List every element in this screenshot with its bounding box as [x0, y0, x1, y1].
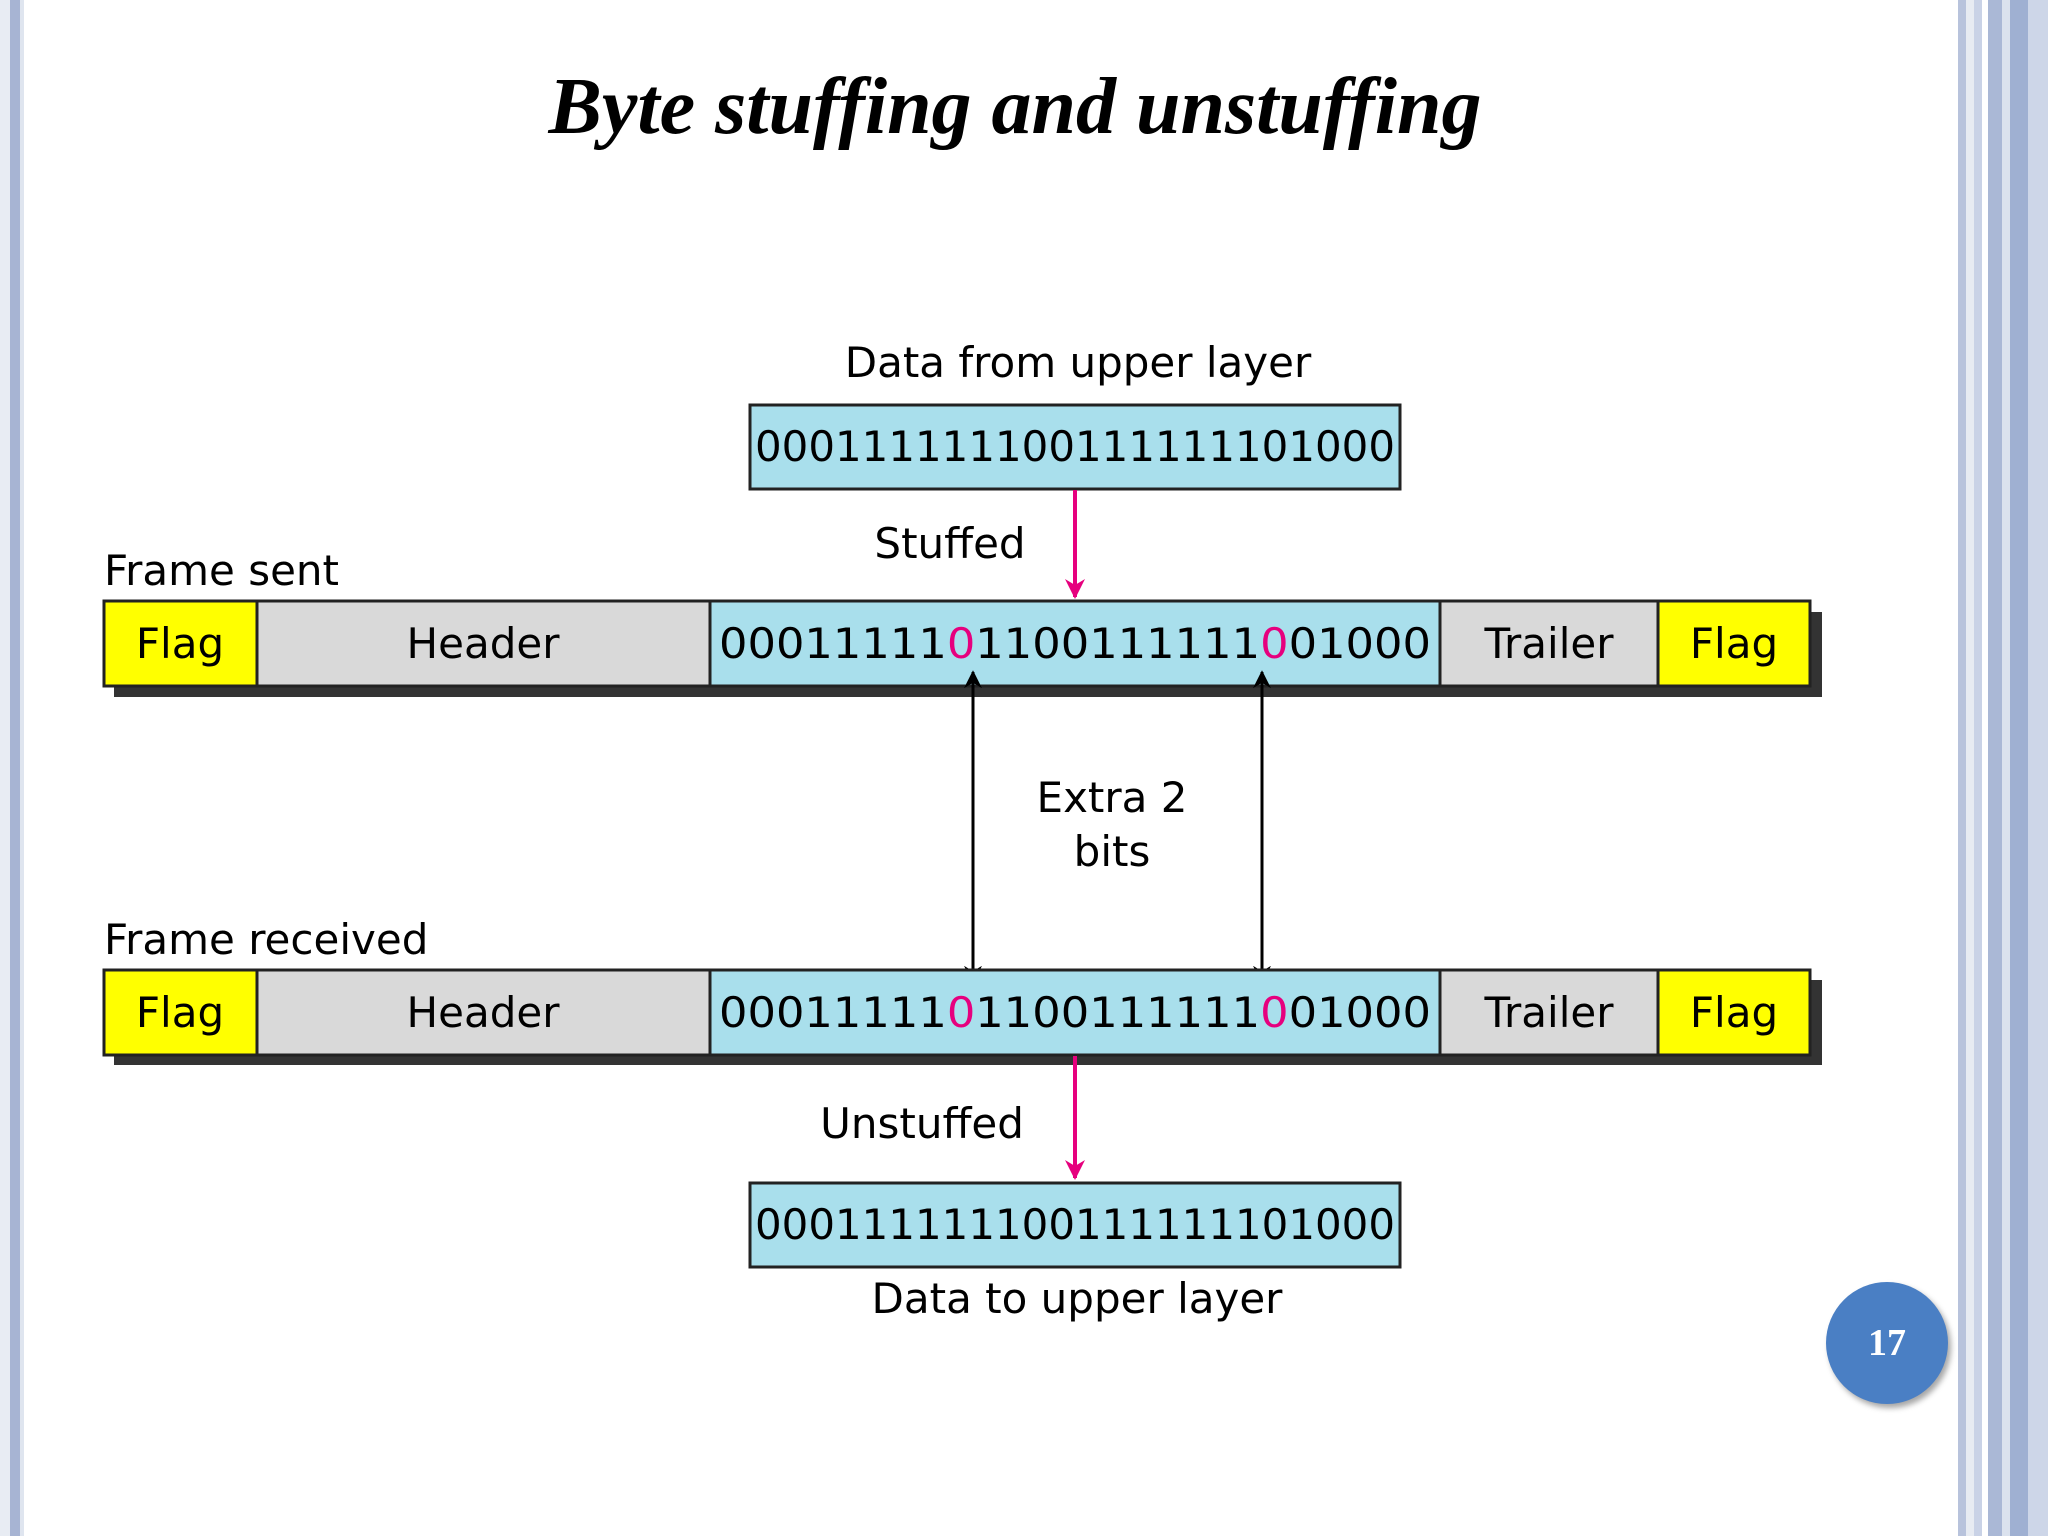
frame-received-header-box	[255, 968, 712, 1057]
extra-bits-label-line2: bits	[1074, 827, 1151, 876]
frame-received-trailer: Trailer	[1484, 988, 1615, 1037]
frame-sent-stuffed-bit-1: 0	[947, 619, 975, 668]
frame-received-stuffed-bit-2: 0	[1260, 988, 1288, 1037]
frame-sent-bits-c: 01000	[1289, 619, 1431, 668]
data-from-upper-layer-label: Data from upper layer	[845, 338, 1312, 387]
bottom-data-box	[748, 1181, 1402, 1269]
frame-sent-trailer-box	[1438, 599, 1660, 688]
frame-sent-flag-right-box	[1656, 599, 1812, 688]
frame-sent-flag-left-box	[102, 599, 259, 688]
top-data-bits: 000111111100111111101000	[755, 422, 1395, 471]
frame-received-bits-b: 1100111111	[975, 988, 1260, 1037]
stuffed-label: Stuffed	[874, 519, 1025, 568]
frame-sent-header: Header	[407, 619, 561, 668]
extra-bits-label-line1: Extra 2	[1037, 773, 1188, 822]
page-number-badge: 17	[1826, 1282, 1948, 1404]
frame-received-header: Header	[407, 988, 561, 1037]
frame-sent-stuffed-bit-2: 0	[1260, 619, 1288, 668]
frame-received-trailer-box	[1438, 968, 1660, 1057]
frame-sent-label: Frame sent	[104, 546, 339, 595]
frame-sent-bits-b: 1100111111	[975, 619, 1260, 668]
frame-sent-header-box	[255, 599, 712, 688]
frame-sent-bits-a: 00011111	[719, 619, 947, 668]
frame-sent-trailer: Trailer	[1484, 619, 1615, 668]
frame-received-label: Frame received	[104, 915, 428, 964]
frame-received-flag-right: Flag	[1690, 988, 1778, 1037]
frame-sent-flag-right: Flag	[1690, 619, 1778, 668]
unstuffed-label: Unstuffed	[820, 1099, 1024, 1148]
frame-sent-data-box	[708, 599, 1442, 688]
frame-received-bits-c: 01000	[1289, 988, 1431, 1037]
top-data-box	[748, 403, 1402, 491]
left-border-decoration	[0, 0, 24, 1536]
frame-received-stuffed-bit-1: 0	[947, 988, 975, 1037]
frame-received-bits-a: 00011111	[719, 988, 947, 1037]
data-to-upper-layer-label: Data to upper layer	[872, 1274, 1284, 1323]
bottom-data-bits: 000111111100111111101000	[755, 1200, 1395, 1249]
frame-sent-flag-left: Flag	[136, 619, 224, 668]
slide-title: Byte stuffing and unstuffing	[548, 63, 1482, 151]
frame-received-flag-right-box	[1656, 968, 1812, 1057]
right-border-decoration	[1958, 0, 2048, 1536]
frame-received-flag-left: Flag	[136, 988, 224, 1037]
